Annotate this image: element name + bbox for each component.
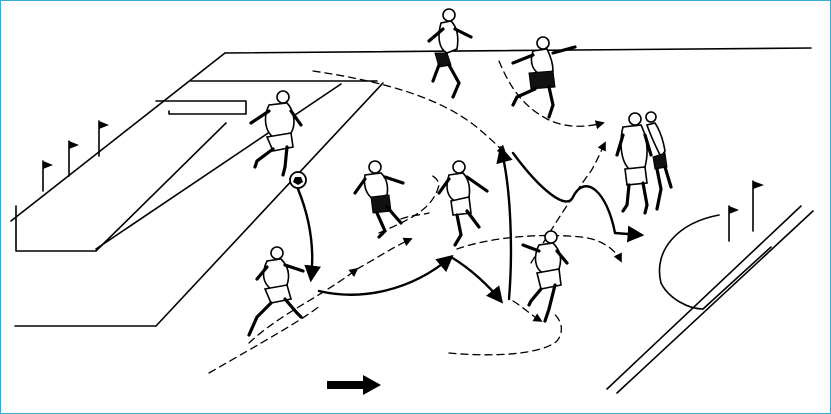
direction-arrow [327,375,381,395]
left-goal-area [155,100,247,115]
ball [289,171,307,189]
corner-flag [98,120,109,157]
player [427,8,473,99]
player [247,246,305,337]
corner-flag [42,160,53,192]
player [511,36,577,119]
left-box-outer [14,82,384,327]
left-six-yard [15,122,227,252]
corner-flag [752,180,764,232]
player [437,160,489,247]
touchline [224,47,812,54]
pass-paths [296,145,645,304]
player [521,230,569,323]
player [249,90,303,177]
player [353,160,405,239]
left-penalty-area [10,52,226,222]
corner-flag [68,140,79,177]
right-box-edge [702,246,772,310]
right-goal-line-2 [616,210,814,394]
left-goal-line [95,83,342,250]
player [645,111,673,211]
right-box-arc [658,214,720,310]
pitch-markings [10,47,814,394]
corner-flag [728,205,739,242]
player [615,112,653,215]
right-goal-line [606,205,802,390]
